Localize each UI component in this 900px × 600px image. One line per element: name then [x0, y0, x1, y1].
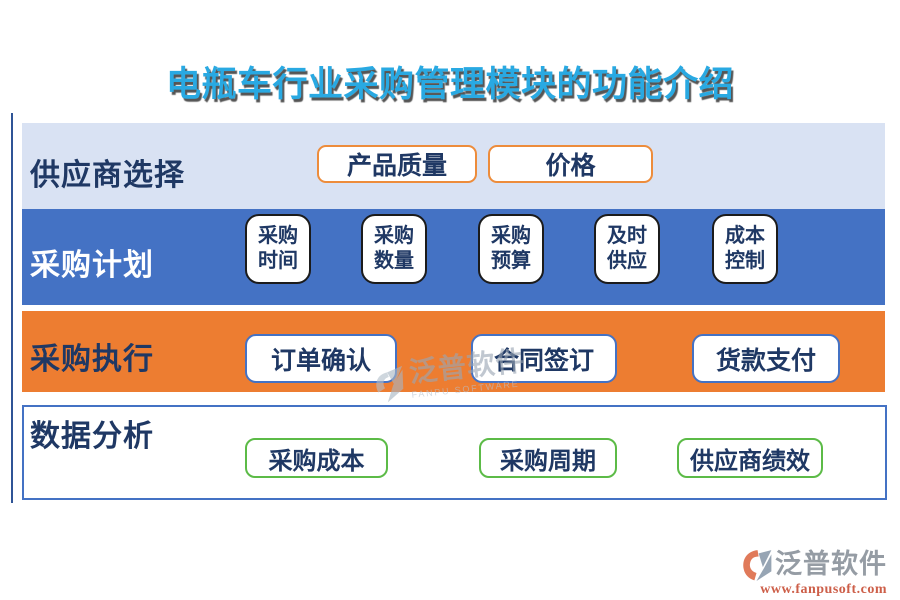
left-border-line	[11, 113, 13, 503]
node-payment: 货款支付	[692, 334, 840, 383]
page-title: 电瓶车行业采购管理模块的功能介绍	[165, 65, 734, 104]
fanpu-logo-icon	[743, 550, 772, 581]
footer-url-text: www.fanpusoft.com	[760, 582, 887, 597]
node-supplier-performance: 供应商绩效	[677, 438, 823, 478]
data-analysis-label: 数据分析	[30, 420, 154, 453]
node-contract-signing: 合同签订	[471, 334, 617, 383]
node-purchase-quantity: 采购 数量	[361, 214, 427, 284]
supplier-selection-label: 供应商选择	[30, 159, 185, 192]
purchase-plan-label: 采购计划	[30, 249, 154, 282]
brand-footer: 泛普软件 www.fanpusoft.com	[740, 548, 887, 598]
node-purchase-time: 采购 时间	[245, 214, 311, 284]
node-timely-supply: 及时 供应	[594, 214, 660, 284]
node-cost-control: 成本 控制	[712, 214, 778, 284]
node-order-confirmation: 订单确认	[245, 334, 397, 383]
node-purchase-cost: 采购成本	[245, 438, 388, 478]
node-purchase-cycle: 采购周期	[479, 438, 617, 478]
node-product-quality: 产品质量	[317, 145, 477, 183]
node-purchase-budget: 采购 预算	[478, 214, 544, 284]
purchase-execution-label: 采购执行	[30, 343, 154, 376]
footer-brand-text: 泛普软件	[775, 549, 887, 580]
node-price: 价格	[488, 145, 653, 183]
